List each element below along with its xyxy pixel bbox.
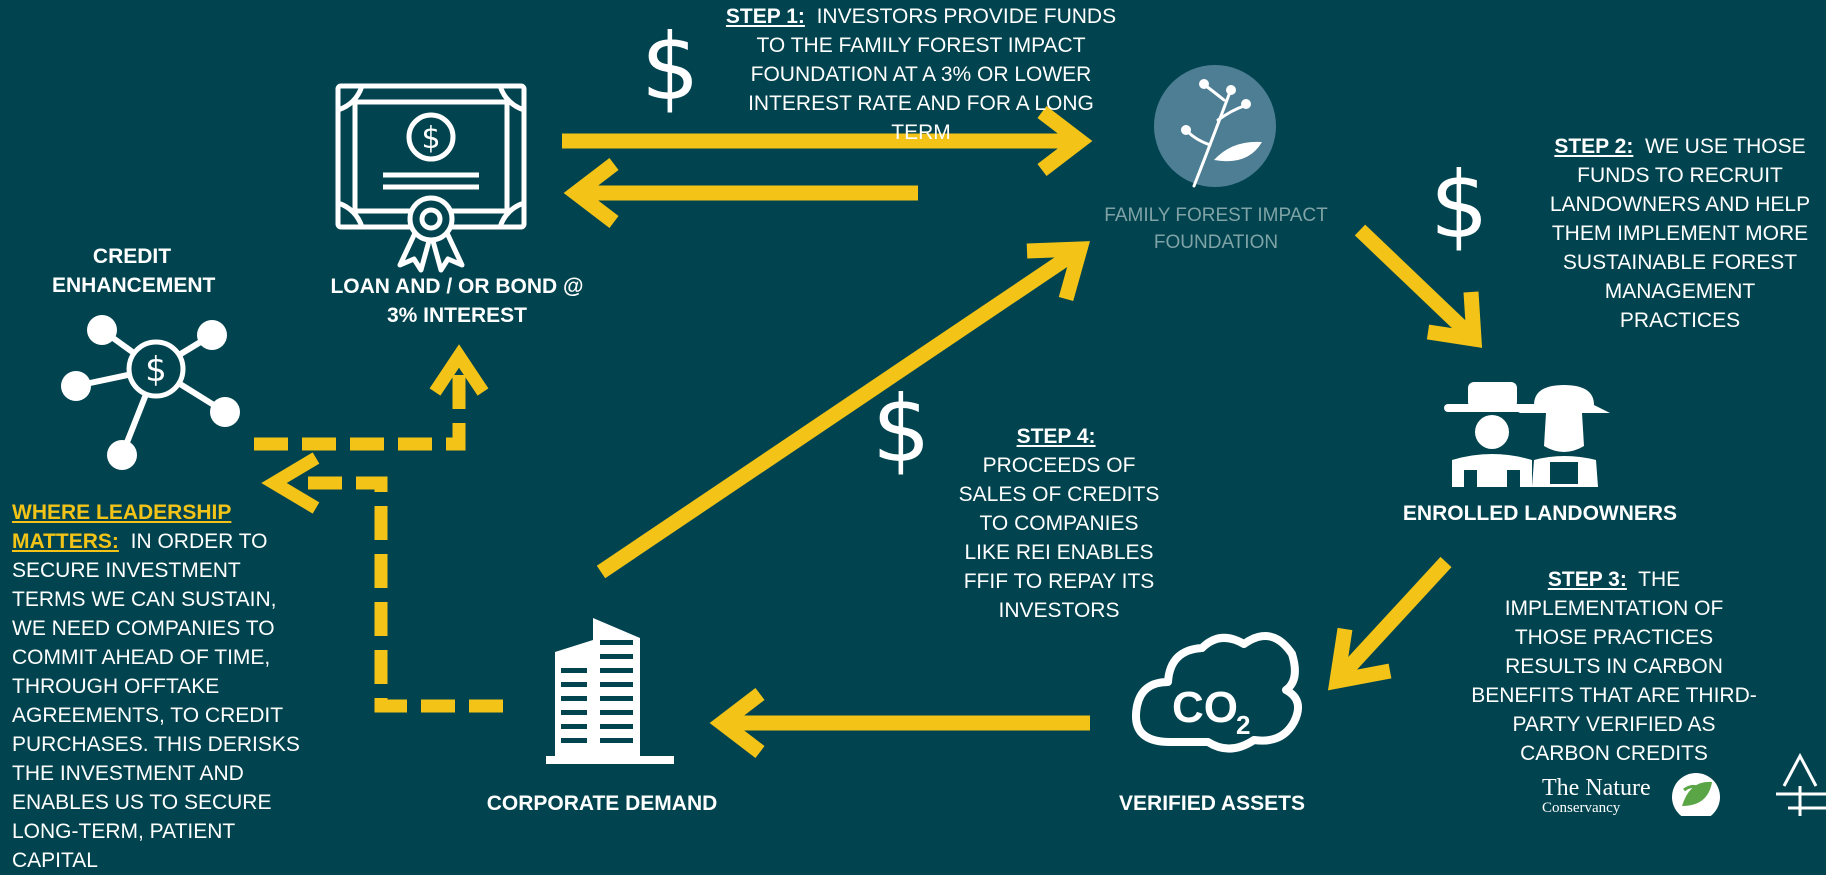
dashed-arrows (254, 344, 503, 713)
step3-label: STEP 3: (1547, 568, 1627, 591)
step2-body: WE USE THOSE FUNDS TO RECRUIT LANDOWNERS… (1549, 135, 1811, 332)
nature-conservancy-line2: Conservancy (1542, 800, 1621, 816)
nature-conservancy-logo (1672, 773, 1720, 816)
step1-text: STEP 1: INVESTORS PROVIDE FUNDS TO THE F… (716, 2, 1126, 147)
foundation-label: FAMILY FOREST IMPACT FOUNDATION (1104, 205, 1328, 253)
dashed-arrow-credit-to-loan (254, 344, 489, 451)
nature-conservancy-line1: The Nature (1542, 775, 1651, 801)
arrow-assets-to-corporate (709, 688, 1090, 758)
dollar-sign-icon-step1: $ (641, 14, 700, 121)
leadership-body: IN ORDER TO SECURE INVESTMENT TERMS WE C… (12, 530, 300, 872)
co2-text: CO (1172, 683, 1238, 732)
arrow-loan-to-foundation (562, 106, 1093, 176)
arrow-foundation-to-landowners (1354, 224, 1483, 348)
svg-text:$: $ (145, 350, 167, 390)
office-building-icon (546, 618, 674, 764)
arrow-foundation-to-loan (563, 158, 918, 228)
arrow-landowners-to-assets (1327, 556, 1452, 691)
dollar-sign-icon-step2: $ (1430, 152, 1489, 259)
step4-text: STEP 4: PROCEEDS OF SALES OF CREDITS TO … (956, 422, 1162, 625)
step2-label: STEP 2: (1554, 135, 1634, 158)
partner-logo (1776, 752, 1826, 816)
leadership-label: WHERE LEADERSHIP MATTERS: (12, 501, 232, 553)
step2-text: STEP 2: WE USE THOSE FUNDS TO RECRUIT LA… (1542, 132, 1818, 335)
landowners-label: ENROLLED LANDOWNERS (1402, 502, 1678, 525)
dollar-sign-icon-step4: $ (872, 376, 931, 483)
solid-arrows (562, 106, 1483, 758)
loan-label: LOAN AND / OR BOND @ 3% INTEREST (330, 275, 584, 327)
foundation-leaf-logo-icon (1154, 65, 1276, 188)
arrow-corporate-to-foundation (596, 241, 1090, 579)
step4-body: PROCEEDS OF SALES OF CREDITS TO COMPANIE… (958, 454, 1160, 622)
verified-assets-label: VERIFIED ASSETS (1119, 792, 1305, 815)
step1-body: INVESTORS PROVIDE FUNDS TO THE FAMILY FO… (748, 5, 1117, 144)
credit-enhancement-label: CREDIT ENHANCEMENT (52, 245, 216, 297)
farmers-icon (1444, 382, 1610, 487)
co2-cloud-icon: CO 2 (1132, 632, 1303, 753)
certificate-icon: $ (335, 83, 527, 273)
network-dollar-icon: $ (61, 315, 240, 470)
co2-subscript: 2 (1236, 710, 1250, 740)
step3-body: THE IMPLEMENTATION OF THOSE PRACTICES RE… (1471, 568, 1757, 765)
step4-label: STEP 4: (1016, 425, 1096, 448)
nature-conservancy-wordmark: The Nature Conservancy (1542, 776, 1670, 816)
step1-label: STEP 1: (725, 5, 805, 28)
svg-text:$: $ (421, 121, 440, 156)
leadership-text: WHERE LEADERSHIP MATTERS: IN ORDER TO SE… (12, 498, 302, 875)
corporate-demand-label: CORPORATE DEMAND (486, 792, 718, 815)
step3-text: STEP 3: THE IMPLEMENTATION OF THOSE PRAC… (1466, 565, 1762, 768)
dashed-arrow-corporate-to-credit (261, 452, 503, 713)
flow-diagram: $ (61, 65, 1826, 816)
